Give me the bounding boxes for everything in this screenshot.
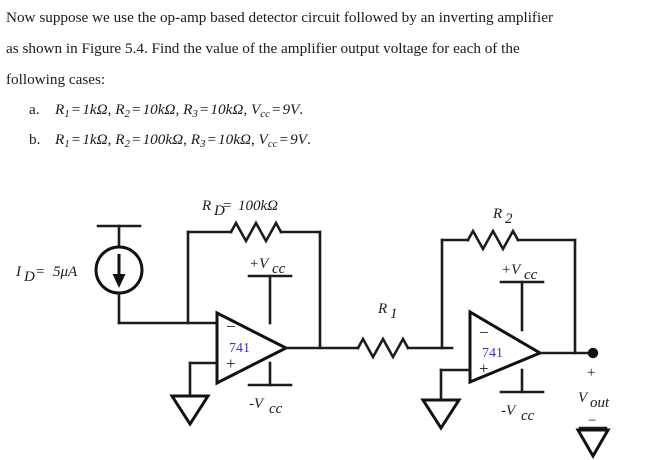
ground-symbol-output <box>575 426 611 460</box>
opamp2-vcc-negative: -V cc <box>499 368 545 424</box>
case-b-vcc-var: V <box>258 131 268 149</box>
r2-label-sub: 2 <box>505 211 513 227</box>
case-a-r2-var: R <box>115 101 125 118</box>
svg-text:=: = <box>223 198 231 214</box>
case-b-r3-var: R <box>190 131 200 149</box>
vout-label-sub: out <box>590 395 610 411</box>
case-item-b: b.R1=1kΩ, R2=100kΩ, R3=10kΩ, Vcc=9V. <box>6 127 642 157</box>
case-a-r2-value: 10kΩ <box>142 101 176 118</box>
svg-text:=: = <box>36 264 44 280</box>
svg-text:+V: +V <box>249 256 270 272</box>
svg-text:+V: +V <box>501 262 522 278</box>
output-minus-sign: − <box>588 413 596 429</box>
case-b-r1-sub: 1 <box>64 138 70 151</box>
opamp1-vcc-positive: +V cc <box>247 256 293 325</box>
ground-symbol-detector <box>169 394 211 427</box>
case-a-r3-sub: 3 <box>192 108 198 121</box>
output-terminal-dot <box>587 347 599 359</box>
opamp1-vcc-negative: -V cc <box>247 361 293 417</box>
case-b-r3-sub: 3 <box>199 138 206 151</box>
r1-label-sub: 1 <box>390 306 398 322</box>
svg-text:D: D <box>213 203 225 219</box>
problem-statement: Now suppose we use the op-amp based dete… <box>6 2 642 157</box>
vcc-supply-source <box>96 224 142 249</box>
svg-text:100kΩ: 100kΩ <box>238 198 278 214</box>
case-b-vcc-sub: cc <box>267 138 278 151</box>
opamp2-noninverting-sign: + <box>479 359 489 378</box>
svg-text:-V: -V <box>249 396 265 412</box>
circuit-diagram: R D = 100kΩ +V cc -V cc − 741 + R <box>0 180 645 460</box>
case-b-r2-sub: 2 <box>124 138 130 151</box>
output-plus-sign: + <box>587 365 595 381</box>
opamp-741-amplifier: − 741 + <box>468 309 544 385</box>
svg-text:I: I <box>15 264 22 280</box>
case-item-a: a.R1=1kΩ, R2=10kΩ, R3=10kΩ, Vcc=9V. <box>6 97 642 127</box>
problem-line-2: as shown in Figure 5.4. Find the value o… <box>6 40 520 57</box>
case-a-r1-value: 1kΩ <box>82 101 108 118</box>
output-labels: + V out − <box>578 365 610 429</box>
case-b-r1-var: R <box>55 131 65 149</box>
output-node <box>538 347 599 359</box>
cases-list: a.R1=1kΩ, R2=10kΩ, R3=10kΩ, Vcc=9V. b.R1… <box>6 97 642 157</box>
svg-text:cc: cc <box>272 261 286 277</box>
case-a-vcc-value: 9V <box>282 101 300 118</box>
problem-line-1: Now suppose we use the op-amp based dete… <box>6 9 554 26</box>
svg-text:cc: cc <box>524 267 538 283</box>
case-a-r3-value: 10kΩ <box>210 101 244 118</box>
r2-feedback-path: R 2 <box>440 206 577 355</box>
case-marker-b: b. <box>29 131 41 149</box>
opamp1-part-number: 741 <box>229 341 250 356</box>
case-a-vcc-var: V <box>250 101 261 118</box>
svg-text:cc: cc <box>521 408 535 424</box>
svg-text:cc: cc <box>269 401 283 417</box>
case-a-r3-var: R <box>183 101 193 118</box>
opamp1-inverting-sign: − <box>226 317 236 336</box>
current-source-label: I D = 5μA <box>15 264 78 285</box>
opamp1-noninverting-sign: + <box>226 354 236 373</box>
case-b-r2-var: R <box>115 131 125 149</box>
ground-symbol-amplifier <box>420 398 462 431</box>
case-b-vcc-value: 9V <box>290 131 307 149</box>
rd-feedback-path <box>186 220 322 350</box>
opamp2-inverting-sign: − <box>479 323 489 342</box>
opamp2-vcc-positive: +V cc <box>499 262 545 332</box>
opamp2-part-number: 741 <box>482 346 503 361</box>
source-to-inverting-wire <box>117 291 221 325</box>
case-a-vcc-sub: cc <box>260 108 270 121</box>
case-b-r1-value: 1kΩ <box>82 131 108 149</box>
problem-line-3: following cases: <box>6 71 106 88</box>
svg-text:D: D <box>23 269 35 285</box>
svg-text:-V: -V <box>501 403 517 419</box>
case-marker-a: a. <box>29 101 40 118</box>
opamp1-ground-path <box>188 361 219 398</box>
r1-resistor: R 1 <box>356 301 454 360</box>
svg-text:R: R <box>201 198 211 214</box>
r2-label: R <box>492 206 502 222</box>
svg-text:5μA: 5μA <box>53 264 78 280</box>
case-b-r3-value: 10kΩ <box>218 131 251 149</box>
case-a-r2-sub: 2 <box>124 108 130 121</box>
current-source-symbol <box>94 245 144 295</box>
case-b-r2-value: 100kΩ <box>142 131 184 149</box>
case-a-r1-sub: 1 <box>64 108 70 121</box>
opamp-741-detector: − 741 + <box>215 310 290 386</box>
r1-label: R <box>377 301 387 317</box>
rd-label: R D = 100kΩ <box>201 198 278 219</box>
case-a-r1-var: R <box>55 101 65 118</box>
opamp2-ground-path <box>439 368 472 402</box>
vout-label: V <box>578 390 589 406</box>
